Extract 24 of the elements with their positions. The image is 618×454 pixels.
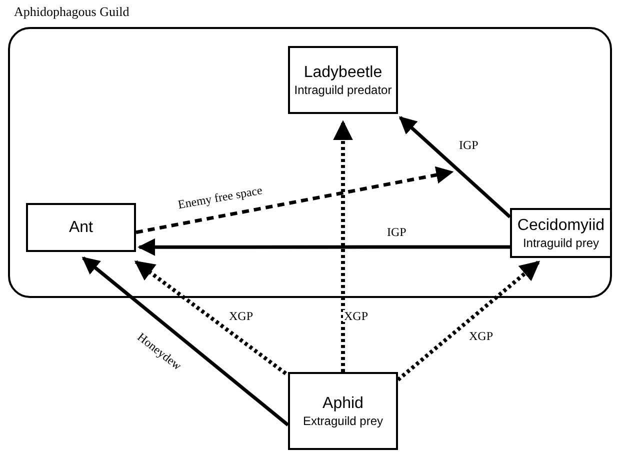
edge-label: XGP (228, 310, 254, 322)
species-name: Ant (68, 218, 93, 238)
species-role: Intraguild prey (522, 236, 600, 250)
arrow (136, 166, 454, 234)
arrow (134, 260, 287, 376)
species-role: Extraguild prey (302, 414, 384, 428)
species-box (26, 203, 136, 252)
edge-label: IGP (386, 226, 408, 238)
arrow (398, 116, 512, 218)
group-title: Aphidophagous Guild (14, 3, 130, 21)
edge-label: IGP (458, 139, 480, 151)
species-name: Cecidomyiid (517, 216, 605, 236)
arrow (82, 256, 290, 426)
arrow (138, 238, 510, 256)
species-name: Aphid (322, 394, 364, 414)
species-name: Ladybeetle (304, 62, 382, 82)
species-box (510, 208, 612, 258)
arrow (396, 260, 540, 382)
species-role: Intraguild predator (294, 82, 392, 98)
arrow (333, 120, 353, 372)
edge-label: XGP (468, 330, 494, 342)
species-box (288, 372, 398, 450)
edge-label: XGP (343, 310, 370, 322)
species-box (288, 46, 398, 114)
